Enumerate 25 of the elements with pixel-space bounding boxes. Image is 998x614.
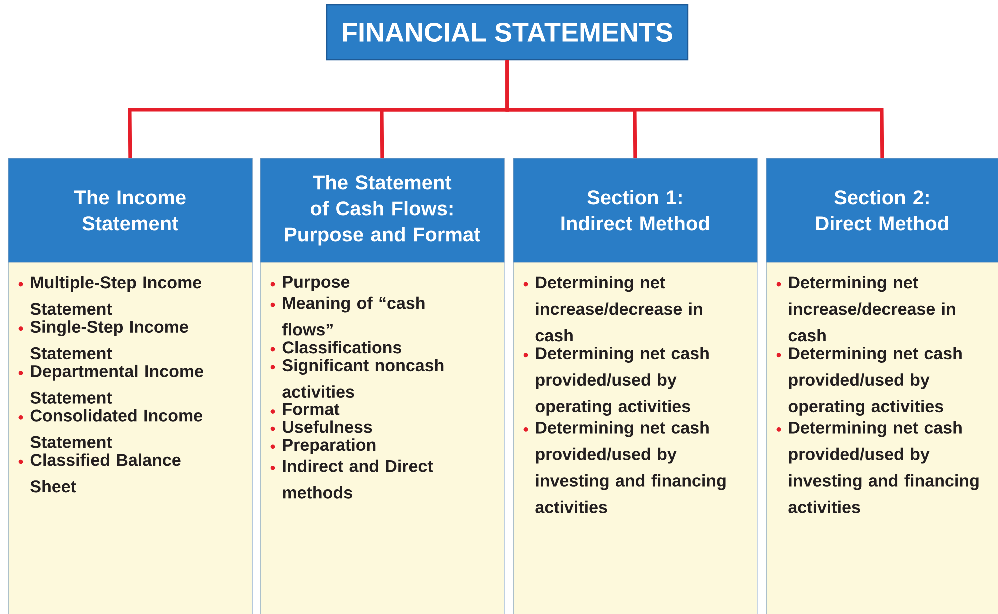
- column-header: The Income Statement: [8, 158, 253, 263]
- bullet-item: Determining net increase/decrease in cash: [524, 276, 702, 342]
- bullet-item: Multiple-Step Income Statement: [18, 276, 202, 316]
- bullet-item: Determining net cash provided/used by operating activities: [524, 347, 709, 416]
- bullet-item: Usefulness: [270, 420, 372, 434]
- bullet-item: Classified Balance Sheet: [18, 454, 181, 493]
- bullet-item: Single-Step Income Statement: [18, 320, 188, 360]
- bullet-item: Preparation: [270, 438, 376, 454]
- bullet-item: Determining net increase/decrease in cash: [776, 276, 956, 342]
- bullet-item: Consolidated Income Statement: [18, 409, 202, 448]
- column-header: Section 2: Direct Method: [766, 158, 998, 263]
- bullet-item: Format: [270, 403, 340, 416]
- bullet-item: Departmental Income Statement: [18, 364, 204, 404]
- bullet-item: Determining net cash provided/used by operating activities: [776, 347, 962, 416]
- bullet-item: Classifications: [270, 341, 402, 354]
- bullet-item: Meaning of “cash flows”: [270, 296, 425, 336]
- title-box: FINANCIAL STATEMENTS: [326, 4, 689, 61]
- bullet-item: Purpose: [270, 276, 350, 292]
- bullet-item: Significant noncash activities: [270, 359, 444, 398]
- bullet-item: Determining net cash provided/used by investing and financing activities: [524, 421, 726, 514]
- connector-line: [506, 60, 884, 158]
- bullet-item: Determining net cash provided/used by investing and financing activities: [776, 421, 979, 514]
- bullet-item: Indirect and Direct methods: [270, 460, 434, 499]
- column-header: The Statement of Cash Flows: Purpose and Format: [260, 158, 505, 263]
- column-header: Section 1: Indirect Method: [513, 158, 758, 263]
